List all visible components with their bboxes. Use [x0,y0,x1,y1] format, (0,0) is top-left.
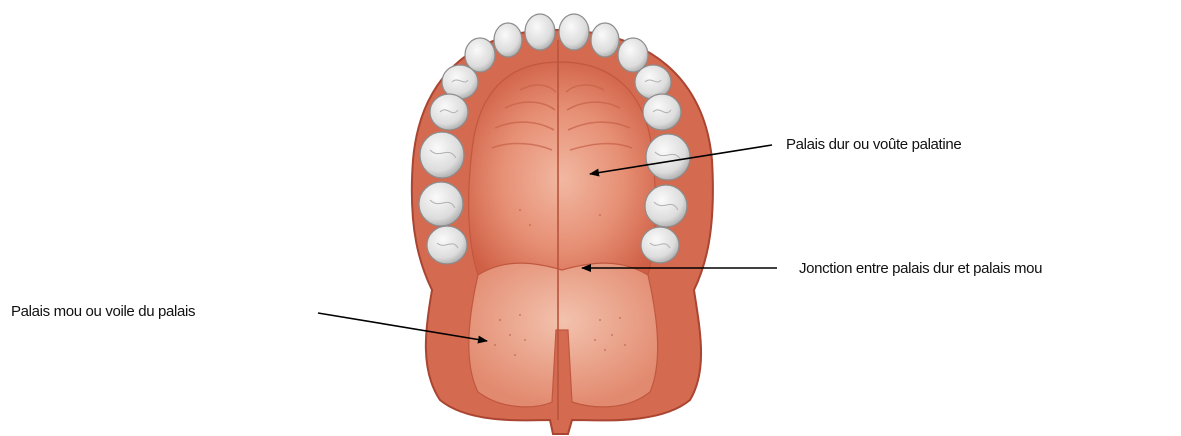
tooth-lateral-incisor-right [591,23,619,57]
tooth-molar-3-right [641,227,679,263]
tooth-central-incisor-right [559,14,589,50]
label-soft-palate: Palais mou ou voile du palais [11,303,195,320]
label-junction: Jonction entre palais dur et palais mou [799,260,1042,277]
tooth-premolar-2-right [643,94,681,130]
tooth-lateral-incisor-left [494,23,522,57]
label-hard-palate: Palais dur ou voûte palatine [786,136,961,153]
tooth-premolar-2-left [430,94,468,130]
tooth-molar-2-left [419,182,463,226]
tooth-molar-1-left [420,132,464,178]
tooth-molar-2-right [645,185,687,227]
tooth-central-incisor-left [525,14,555,50]
tooth-molar-1-right [646,134,690,180]
